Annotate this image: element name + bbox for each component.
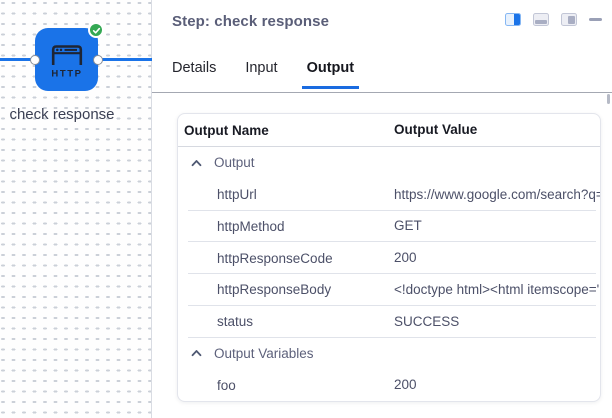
- output-name: status: [217, 314, 254, 330]
- dock-right-icon[interactable]: [561, 13, 577, 26]
- tab-output[interactable]: Output: [301, 60, 360, 89]
- table-row[interactable]: foo 200: [178, 369, 600, 401]
- tab-bar: Details Input Output: [167, 60, 360, 89]
- table-row[interactable]: httpUrl https://www.google.com/search?q=: [178, 179, 600, 211]
- incoming-edge: [0, 58, 32, 61]
- outgoing-edge: [101, 58, 152, 61]
- output-name: httpMethod: [217, 218, 285, 234]
- output-port[interactable]: [93, 54, 103, 65]
- minimize-icon[interactable]: [589, 18, 602, 21]
- tab-divider: [152, 92, 612, 93]
- workflow-canvas[interactable]: HTTP check response: [0, 0, 152, 418]
- scrollbar-thumb[interactable]: [607, 94, 610, 104]
- tab-input[interactable]: Input: [245, 60, 278, 76]
- column-output-value: Output Value: [394, 122, 478, 137]
- output-value: 200: [394, 377, 417, 393]
- step-properties-panel: Step: check response Details Input Outpu…: [152, 0, 612, 418]
- output-value: GET: [394, 218, 422, 234]
- dock-bottom-icon[interactable]: [533, 13, 549, 26]
- output-name: foo: [217, 377, 236, 393]
- input-port[interactable]: [30, 54, 40, 65]
- group-label: Output Variables: [214, 345, 314, 361]
- output-name: httpResponseBody: [217, 282, 332, 298]
- table-row[interactable]: httpResponseCode 200: [178, 242, 600, 274]
- check-circle-icon: [88, 22, 104, 38]
- table-row[interactable]: status SUCCESS: [178, 306, 600, 338]
- output-name: httpUrl: [217, 187, 257, 203]
- http-task-node[interactable]: HTTP: [30, 22, 104, 91]
- output-value: SUCCESS: [394, 313, 460, 329]
- output-value: <!doctype html><html itemscope=': [394, 281, 600, 297]
- table-header-row: Output Name Output Value: [178, 114, 600, 147]
- split-view-icon[interactable]: [505, 13, 521, 26]
- output-table: Output Name Output Value Output httpUrl …: [177, 113, 601, 402]
- tab-details[interactable]: Details: [172, 60, 217, 76]
- panel-layout-toolbar: [505, 13, 602, 26]
- group-row-output-variables[interactable]: Output Variables: [178, 338, 600, 370]
- chevron-up-icon[interactable]: [191, 349, 202, 357]
- chevron-up-icon[interactable]: [191, 159, 202, 167]
- group-label: Output: [214, 155, 255, 171]
- output-value: 200: [394, 250, 417, 266]
- output-value: https://www.google.com/search?q=: [394, 186, 600, 202]
- panel-title: Step: check response: [172, 13, 330, 30]
- table-row[interactable]: httpResponseBody <!doctype html><html it…: [178, 274, 600, 306]
- node-label: check response: [9, 106, 115, 123]
- column-output-name: Output Name: [184, 122, 269, 138]
- http-browser-icon: HTTP: [49, 40, 85, 80]
- table-row[interactable]: httpMethod GET: [178, 211, 600, 243]
- group-row-output[interactable]: Output: [178, 147, 600, 179]
- svg-text:HTTP: HTTP: [51, 68, 82, 79]
- output-name: httpResponseCode: [217, 250, 333, 266]
